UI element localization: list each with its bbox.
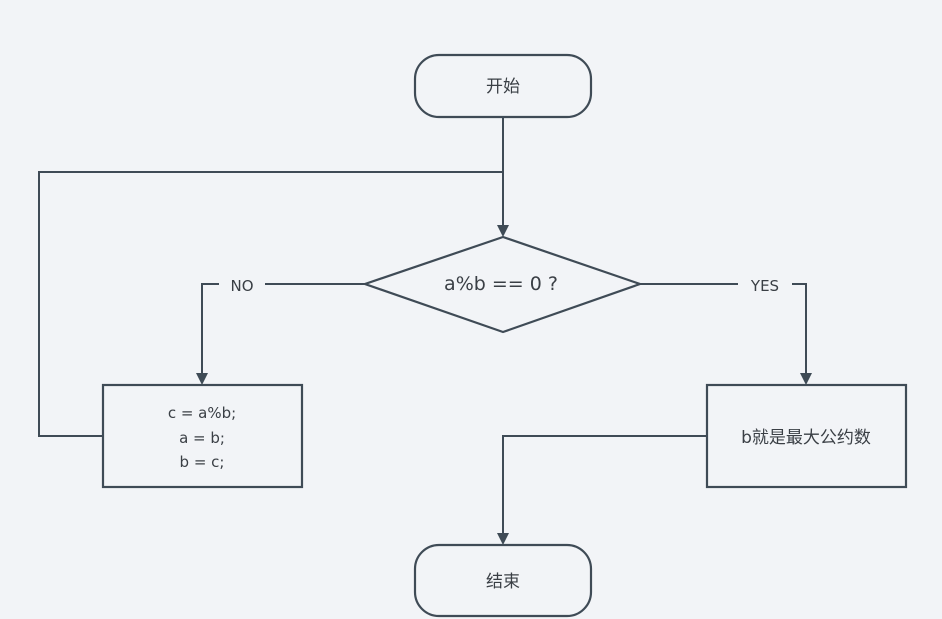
node-decision-label: a%b == 0 ?	[444, 273, 558, 295]
edge-label-no: NO	[219, 271, 265, 299]
edge-label-yes-text: YES	[750, 277, 779, 295]
node-result-label: b就是最大公约数	[741, 428, 871, 448]
node-result: b就是最大公约数	[705, 383, 908, 489]
node-start: 开始	[413, 53, 593, 119]
node-swap-line-2: a = b;	[179, 429, 225, 447]
arrowhead-decision-to-result	[800, 373, 812, 385]
edge-result-to-end	[502, 435, 707, 534]
edge-decision-to-swap	[201, 283, 365, 374]
node-decision: a%b == 0 ?	[361, 235, 644, 334]
arrowhead-result-to-end	[497, 533, 509, 545]
node-start-label: 开始	[486, 77, 520, 97]
arrowhead-decision-to-swap	[196, 373, 208, 385]
node-swap-line-3: b = c;	[180, 453, 225, 471]
edge-label-no-text: NO	[230, 277, 253, 295]
node-end-label: 结束	[486, 572, 520, 592]
edge-label-yes: YES	[738, 271, 792, 299]
arrowhead-start-to-decision	[497, 225, 509, 237]
node-swap-line-1: c = a%b;	[168, 404, 236, 422]
node-swap: c = a%b; a = b; b = c;	[101, 383, 304, 489]
edge-swap-loop-back	[38, 171, 503, 437]
node-end: 结束	[413, 543, 593, 618]
edge-decision-to-result	[640, 283, 807, 374]
